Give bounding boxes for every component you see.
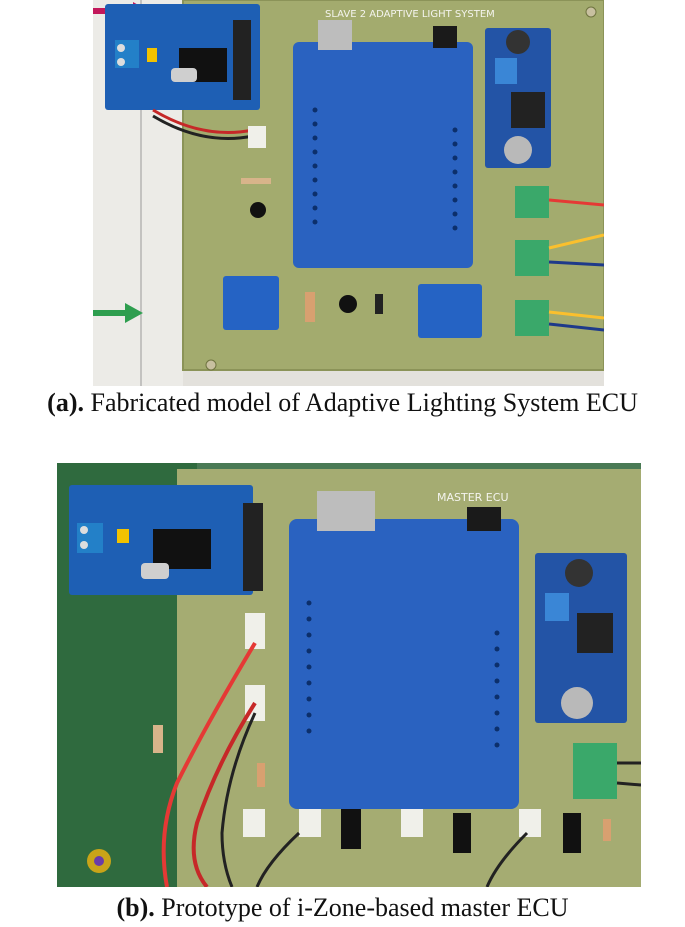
can-module-a xyxy=(105,4,260,110)
arduino-board-b xyxy=(289,491,519,809)
board-label-b: MASTER ECU xyxy=(437,491,509,504)
figure-a-caption-tag: (a). xyxy=(47,388,84,417)
relay-a-left xyxy=(223,276,279,330)
buck-converter-b xyxy=(535,553,627,723)
figure-b-caption-tag: (b). xyxy=(116,893,155,922)
figure-a-caption: (a). Fabricated model of Adaptive Lighti… xyxy=(0,388,685,418)
can-module-b xyxy=(69,485,263,595)
terminal-block-b xyxy=(573,743,617,799)
buck-converter-a xyxy=(485,28,551,168)
figure-a-photo: SLAVE 2 ADAPTIVE LIGHT SYSTEM xyxy=(93,0,604,386)
board-label-a: SLAVE 2 ADAPTIVE LIGHT SYSTEM xyxy=(325,9,495,20)
terminal-blocks-a xyxy=(515,186,549,336)
relay-a-right xyxy=(418,284,482,338)
arduino-board-a xyxy=(293,20,473,268)
figure-b-photo: MASTER ECU xyxy=(57,463,641,887)
figure-b-caption-text: Prototype of i-Zone-based master ECU xyxy=(154,893,569,922)
green-arrow-icon xyxy=(93,303,143,323)
figure-b-caption: (b). Prototype of i-Zone-based master EC… xyxy=(0,893,685,923)
figure-a-caption-text: Fabricated model of Adaptive Lighting Sy… xyxy=(83,388,638,417)
